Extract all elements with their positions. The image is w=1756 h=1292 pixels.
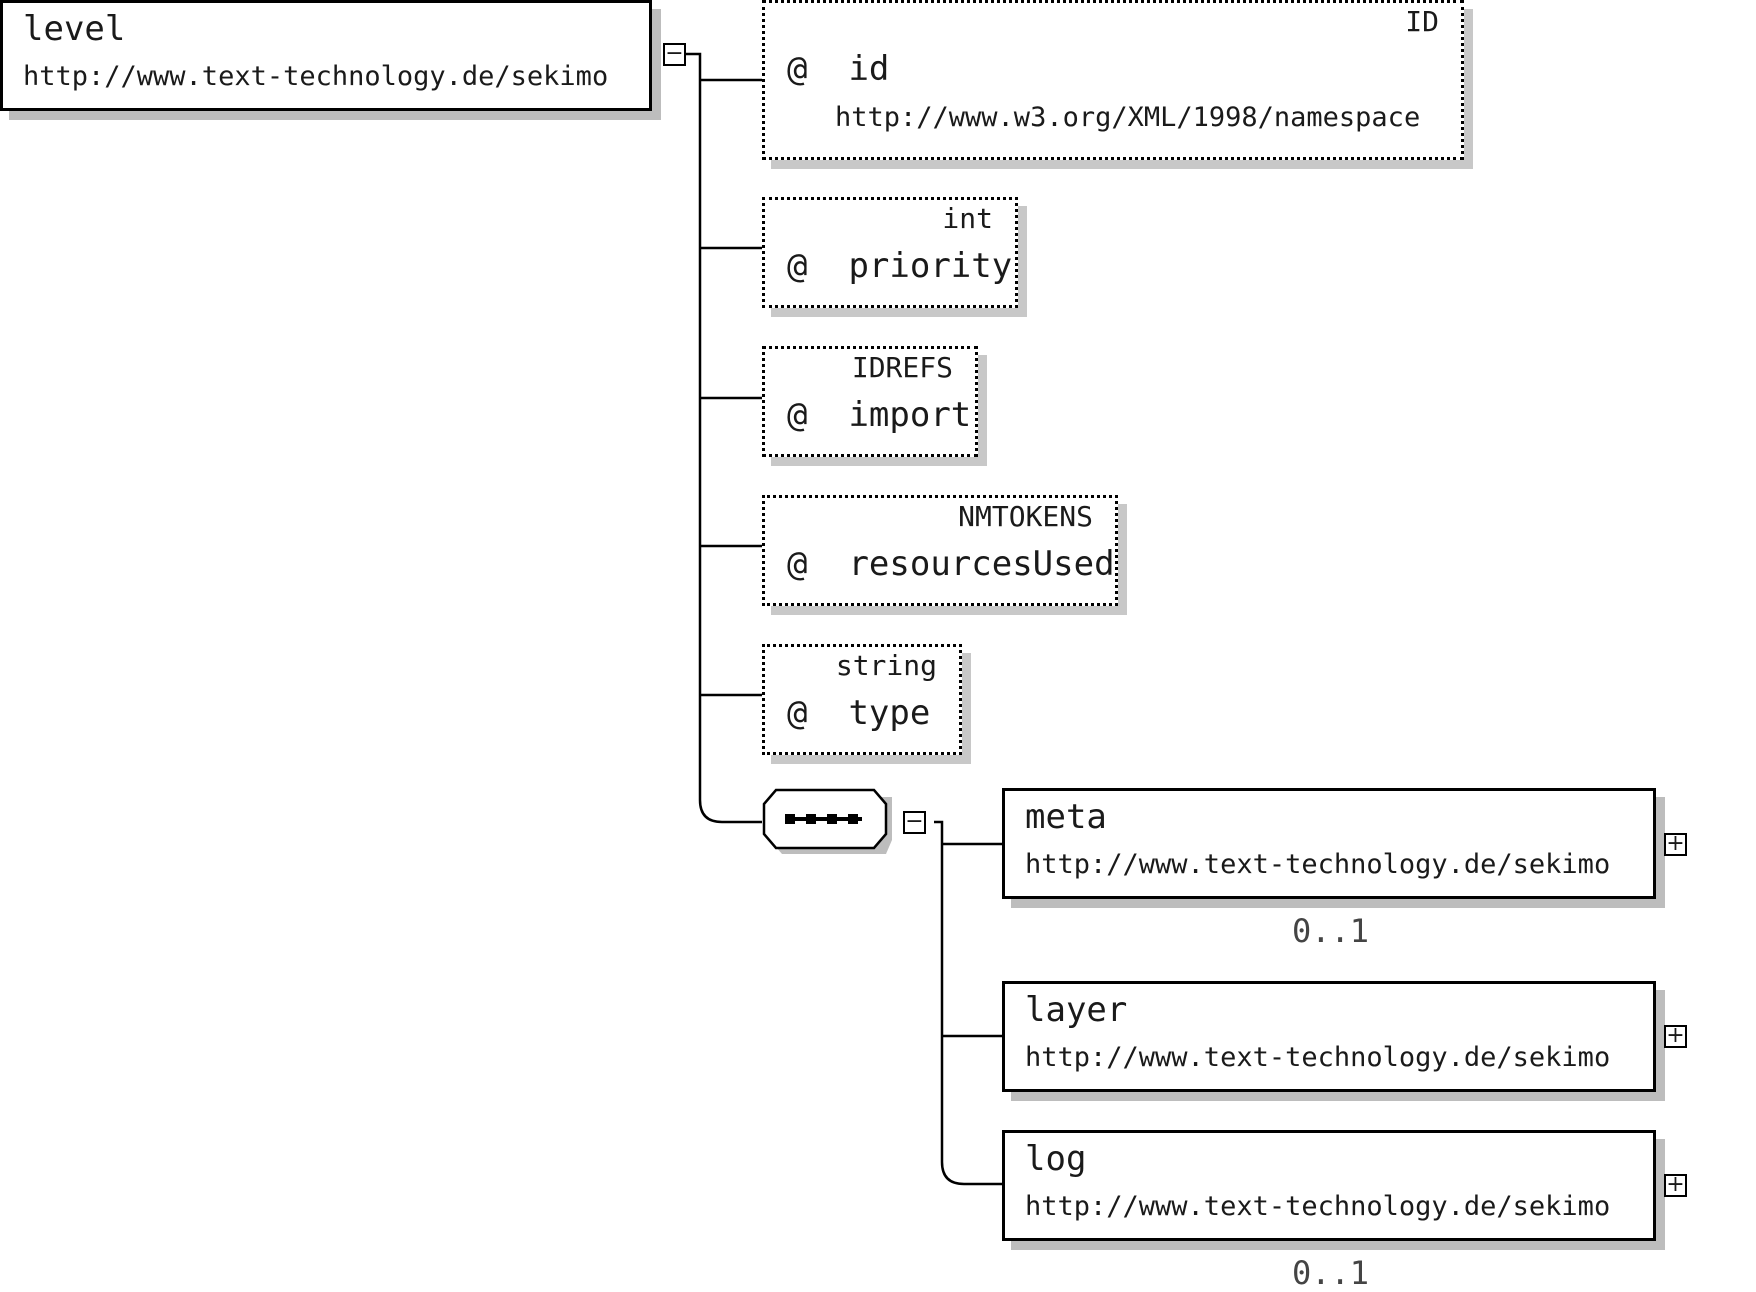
collapse-icon[interactable]: − xyxy=(663,43,686,66)
attribute-type: int xyxy=(942,202,993,235)
child-element-log[interactable]: log http://www.text-technology.de/sekimo xyxy=(1002,1130,1656,1241)
attribute-name: id xyxy=(848,49,890,89)
child-element-meta[interactable]: meta http://www.text-technology.de/sekim… xyxy=(1002,788,1656,899)
element-namespace: http://www.text-technology.de/sekimo xyxy=(1025,1191,1611,1222)
child-element-layer[interactable]: layer http://www.text-technology.de/seki… xyxy=(1002,981,1656,1092)
attribute-type: NMTOKENS xyxy=(958,500,1093,533)
element-namespace: http://www.text-technology.de/sekimo xyxy=(1025,849,1611,880)
attribute-type: ID xyxy=(1405,5,1439,38)
expand-icon[interactable]: + xyxy=(1664,1025,1687,1048)
element-name: log xyxy=(1025,1139,1087,1179)
cardinality-label: 0..1 xyxy=(1292,1254,1370,1292)
attribute-resourcesUsed[interactable]: NMTOKENS @ resourcesUsed xyxy=(762,495,1118,606)
attribute-marker: @ xyxy=(787,693,808,733)
attribute-name: import xyxy=(848,395,972,435)
attribute-type-attr[interactable]: string @ type xyxy=(762,644,962,755)
element-name: layer xyxy=(1025,990,1128,1030)
attribute-namespace: http://www.w3.org/XML/1998/namespace xyxy=(835,102,1421,133)
attribute-marker: @ xyxy=(787,246,808,286)
element-name: meta xyxy=(1025,797,1107,837)
element-name: level xyxy=(23,9,126,49)
sequence-compositor-icon[interactable] xyxy=(762,788,894,854)
collapse-icon[interactable]: − xyxy=(903,811,926,834)
attribute-marker: @ xyxy=(787,544,808,584)
attribute-name: type xyxy=(848,693,931,733)
attribute-id[interactable]: ID @ id http://www.w3.org/XML/1998/names… xyxy=(762,0,1464,160)
attribute-priority[interactable]: int @ priority xyxy=(762,197,1018,308)
attribute-name: resourcesUsed xyxy=(848,544,1115,584)
attribute-type: string xyxy=(835,649,937,682)
root-element-level[interactable]: level http://www.text-technology.de/seki… xyxy=(0,0,652,111)
attribute-name: priority xyxy=(848,246,1013,286)
attribute-marker: @ xyxy=(787,49,808,89)
cardinality-label: 0..1 xyxy=(1292,912,1370,950)
expand-icon[interactable]: + xyxy=(1664,1174,1687,1197)
attribute-marker: @ xyxy=(787,395,808,435)
expand-icon[interactable]: + xyxy=(1664,833,1687,856)
attribute-import[interactable]: IDREFS @ import xyxy=(762,346,978,457)
element-namespace: http://www.text-technology.de/sekimo xyxy=(1025,1042,1611,1073)
element-namespace: http://www.text-technology.de/sekimo xyxy=(23,61,609,92)
attribute-type: IDREFS xyxy=(851,351,953,384)
